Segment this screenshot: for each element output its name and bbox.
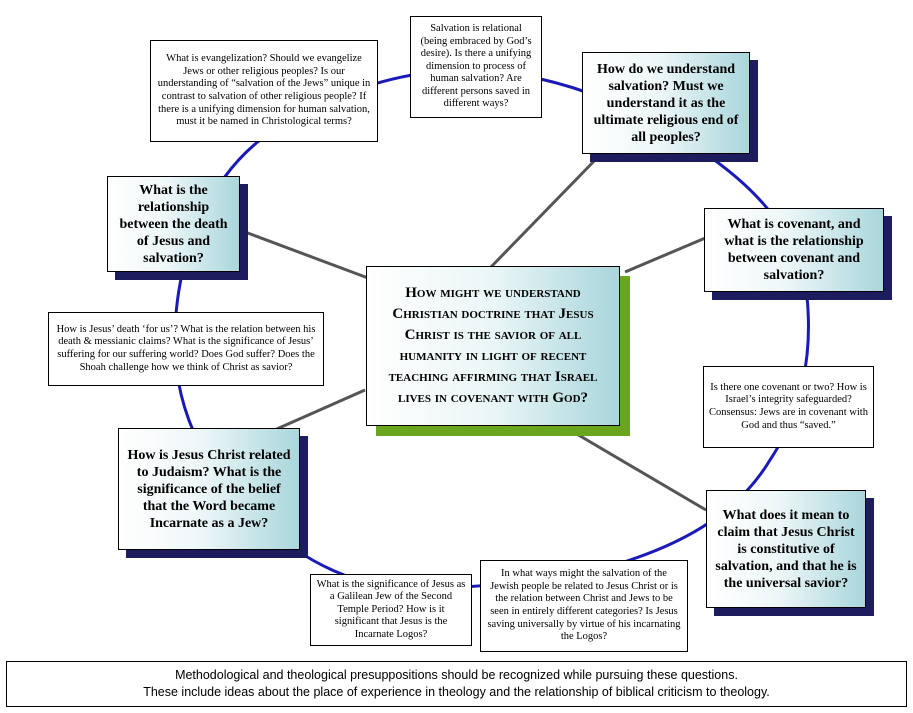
note-jewish-salvation: In what ways might the salvation of the …	[480, 560, 688, 652]
question-constitutive-text: What does it mean to claim that Jesus Ch…	[715, 507, 857, 591]
central-question-text: How might we understand Christian doctri…	[388, 285, 598, 406]
footer-line-2: These include ideas about the place of e…	[143, 685, 770, 699]
note-salvation-relational: Salvation is relational (being embraced …	[410, 16, 542, 118]
note-covenant-one-or-two-text: Is there one covenant or two? How is Isr…	[709, 381, 868, 431]
question-death-salvation-text: What is the relationship between the dea…	[119, 182, 228, 266]
question-death-salvation: What is the relationship between the dea…	[107, 176, 240, 272]
note-death-for-us-text: How is Jesus’ death ‘for us’? What is th…	[56, 323, 316, 373]
note-covenant-one-or-two: Is there one covenant or two? How is Isr…	[703, 366, 874, 448]
note-salvation-relational-text: Salvation is relational (being embraced …	[420, 22, 532, 110]
footer-line-1: Methodological and theological presuppos…	[175, 668, 738, 682]
spoke-q5	[244, 230, 369, 280]
question-salvation-end: How do we understand salvation? Must we …	[582, 52, 750, 154]
note-galilean-jew-text: What is the significance of Jesus as a G…	[316, 578, 466, 640]
question-covenant: What is covenant, and what is the relati…	[704, 208, 884, 292]
question-salvation-end-text: How do we understand salvation? Must we …	[593, 61, 739, 145]
question-jesus-judaism: How is Jesus Christ related to Judaism? …	[118, 428, 300, 550]
footer-presuppositions: Methodological and theological presuppos…	[6, 661, 907, 707]
spoke-q1	[488, 153, 602, 270]
note-evangelization-text: What is evangelization? Should we evange…	[157, 53, 371, 128]
question-jesus-judaism-text: How is Jesus Christ related to Judaism? …	[127, 447, 291, 531]
spoke-q3	[569, 428, 707, 512]
question-covenant-text: What is covenant, and what is the relati…	[724, 217, 864, 283]
central-question: How might we understand Christian doctri…	[366, 266, 620, 426]
note-galilean-jew: What is the significance of Jesus as a G…	[310, 574, 472, 646]
question-constitutive: What does it mean to claim that Jesus Ch…	[706, 490, 866, 608]
note-jewish-salvation-text: In what ways might the salvation of the …	[487, 568, 681, 643]
note-death-for-us: How is Jesus’ death ‘for us’? What is th…	[48, 312, 324, 386]
spoke-q2	[624, 234, 711, 274]
note-evangelization: What is evangelization? Should we evange…	[150, 40, 378, 142]
spoke-q4	[269, 388, 366, 434]
